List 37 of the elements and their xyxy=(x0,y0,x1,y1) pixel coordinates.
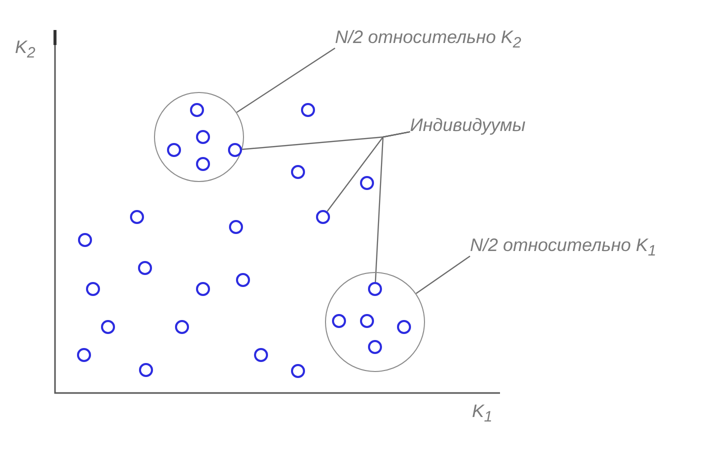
individual-marker xyxy=(229,220,243,234)
individual-marker xyxy=(196,282,210,296)
individual-marker xyxy=(196,130,210,144)
group-circle xyxy=(154,92,244,182)
callout-label: N/2 относительно K$_{1}$ xyxy=(470,236,656,260)
individual-marker xyxy=(291,165,305,179)
individual-marker xyxy=(86,282,100,296)
individual-marker xyxy=(167,143,181,157)
leader-line xyxy=(416,256,470,294)
individual-marker xyxy=(138,261,152,275)
leader-line xyxy=(374,131,410,282)
individual-marker xyxy=(228,143,242,157)
individual-marker xyxy=(301,103,315,117)
individual-marker xyxy=(360,176,374,190)
individual-marker xyxy=(78,233,92,247)
individual-marker xyxy=(291,364,305,378)
individual-marker xyxy=(196,157,210,171)
individual-marker xyxy=(101,320,115,334)
group-circle xyxy=(325,272,425,372)
individual-marker xyxy=(77,348,91,362)
individual-marker xyxy=(190,103,204,117)
individual-marker xyxy=(175,320,189,334)
leader-line xyxy=(236,48,336,113)
callout-label: N/2 относительно K$_{2}$ xyxy=(335,28,522,52)
axis-label: K$_{2}$ xyxy=(15,38,36,62)
individual-marker xyxy=(368,340,382,354)
individual-marker xyxy=(316,210,330,224)
individual-marker xyxy=(332,314,346,328)
individual-marker xyxy=(360,314,374,328)
individual-marker xyxy=(139,363,153,377)
individual-marker xyxy=(397,320,411,334)
individual-marker xyxy=(254,348,268,362)
individual-marker xyxy=(368,282,382,296)
individual-marker xyxy=(236,273,250,287)
axis-label: K$_{1}$ xyxy=(472,402,492,426)
individual-marker xyxy=(130,210,144,224)
callout-label: Индивидуумы xyxy=(410,116,526,136)
